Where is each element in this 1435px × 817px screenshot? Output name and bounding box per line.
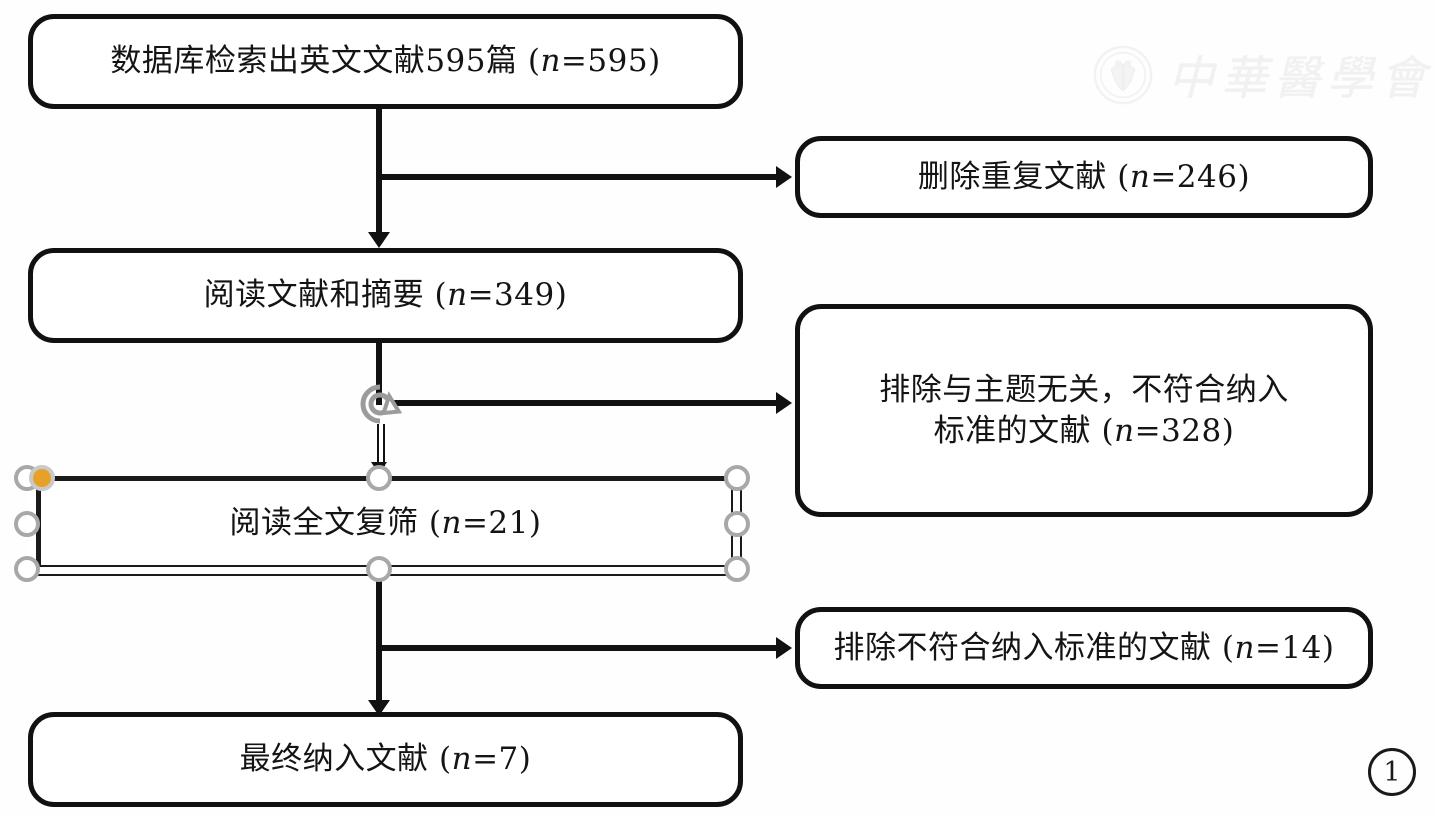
connector-fulltext-to-final xyxy=(376,578,382,706)
connector-search-to-abstract xyxy=(376,109,382,234)
selection-handle-bottom-right[interactable] xyxy=(724,556,750,582)
flow-node-final-label: 最终纳入文献 (n=7) xyxy=(239,741,532,778)
flow-node-fulltext[interactable]: 阅读全文复筛 (n=21) xyxy=(28,476,743,571)
flow-node-abstract[interactable]: 阅读文献和摘要 (n=349) xyxy=(28,248,743,343)
watermark: 中華醫學會 xyxy=(1092,36,1426,114)
selection-handle-bottom-center[interactable] xyxy=(366,556,392,582)
selection-handle-top-left[interactable] xyxy=(29,465,55,491)
arrowhead-abstract xyxy=(368,232,390,248)
flow-node-abstract-label: 阅读文献和摘要 (n=349) xyxy=(203,277,568,314)
watermark-text: 中華醫學會 xyxy=(1168,51,1433,105)
watermark-seal-icon xyxy=(1093,45,1153,105)
flow-node-duplicates-label: 删除重复文献 (n=246) xyxy=(917,158,1251,195)
flow-node-criteria[interactable]: 排除不符合纳入标准的文献 (n=14) xyxy=(795,607,1373,689)
flow-node-criteria-label: 排除不符合纳入标准的文献 (n=14) xyxy=(833,629,1335,666)
figure-number-value: 1 xyxy=(1383,756,1401,788)
selection-handle-top-center[interactable] xyxy=(366,465,392,491)
connector-fulltext-to-criteria xyxy=(376,645,776,651)
selection-handle-bottom-left[interactable] xyxy=(14,556,40,582)
flow-node-off-topic-label: 排除与主题无关，不符合纳入标准的文献 (n=328) xyxy=(879,371,1289,449)
connector-abstract-to-offtopic xyxy=(390,400,776,406)
flow-node-fulltext-label: 阅读全文复筛 (n=21) xyxy=(229,505,542,542)
selection-handle-top-right[interactable] xyxy=(724,465,750,491)
arrowhead-duplicates xyxy=(776,166,792,188)
flow-node-search-label: 数据库检索出英文文献595篇 (n=595) xyxy=(110,43,661,80)
connector-search-to-duplicates xyxy=(376,174,776,180)
flow-node-off-topic[interactable]: 排除与主题无关，不符合纳入标准的文献 (n=328) xyxy=(795,304,1373,517)
arrowhead-offtopic xyxy=(776,392,792,414)
flow-node-final[interactable]: 最终纳入文献 (n=7) xyxy=(28,712,743,807)
arrowhead-criteria xyxy=(776,637,792,659)
selection-handle-middle-right[interactable] xyxy=(724,511,750,537)
rotate-cursor-icon[interactable] xyxy=(354,378,406,430)
figure-number: 1 xyxy=(1368,748,1416,796)
connector-abstract-to-fulltext xyxy=(376,343,382,405)
flow-node-duplicates[interactable]: 删除重复文献 (n=246) xyxy=(795,136,1373,218)
selection-handle-middle-left[interactable] xyxy=(14,511,40,537)
connector-abstract-to-fulltext-lower xyxy=(377,424,385,466)
flow-node-search[interactable]: 数据库检索出英文文献595篇 (n=595) xyxy=(28,14,743,109)
